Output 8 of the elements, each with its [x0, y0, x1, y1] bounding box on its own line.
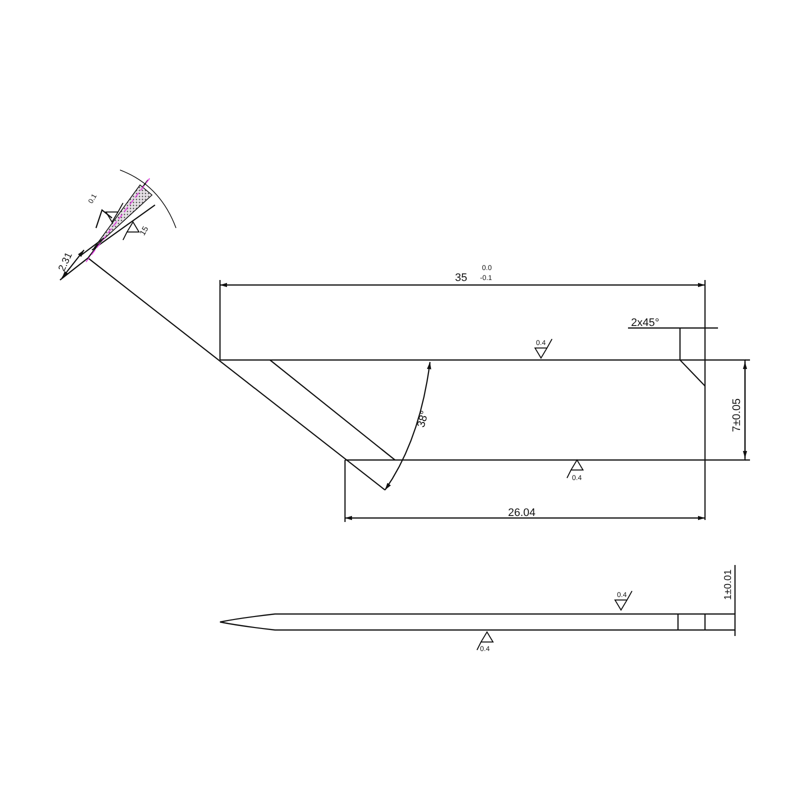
dimension-value: 2.31 — [56, 250, 75, 274]
angle-value: 15 — [138, 224, 150, 237]
dimension-value: 26.04 — [508, 507, 536, 519]
dimension-value: 1±0.01 — [723, 569, 734, 600]
dimension-value: 7±0.05 — [731, 398, 743, 432]
chamfer-value: 2x45° — [631, 317, 660, 329]
angle-value: 38° — [415, 410, 432, 429]
dimension-value: 35 — [455, 272, 468, 284]
